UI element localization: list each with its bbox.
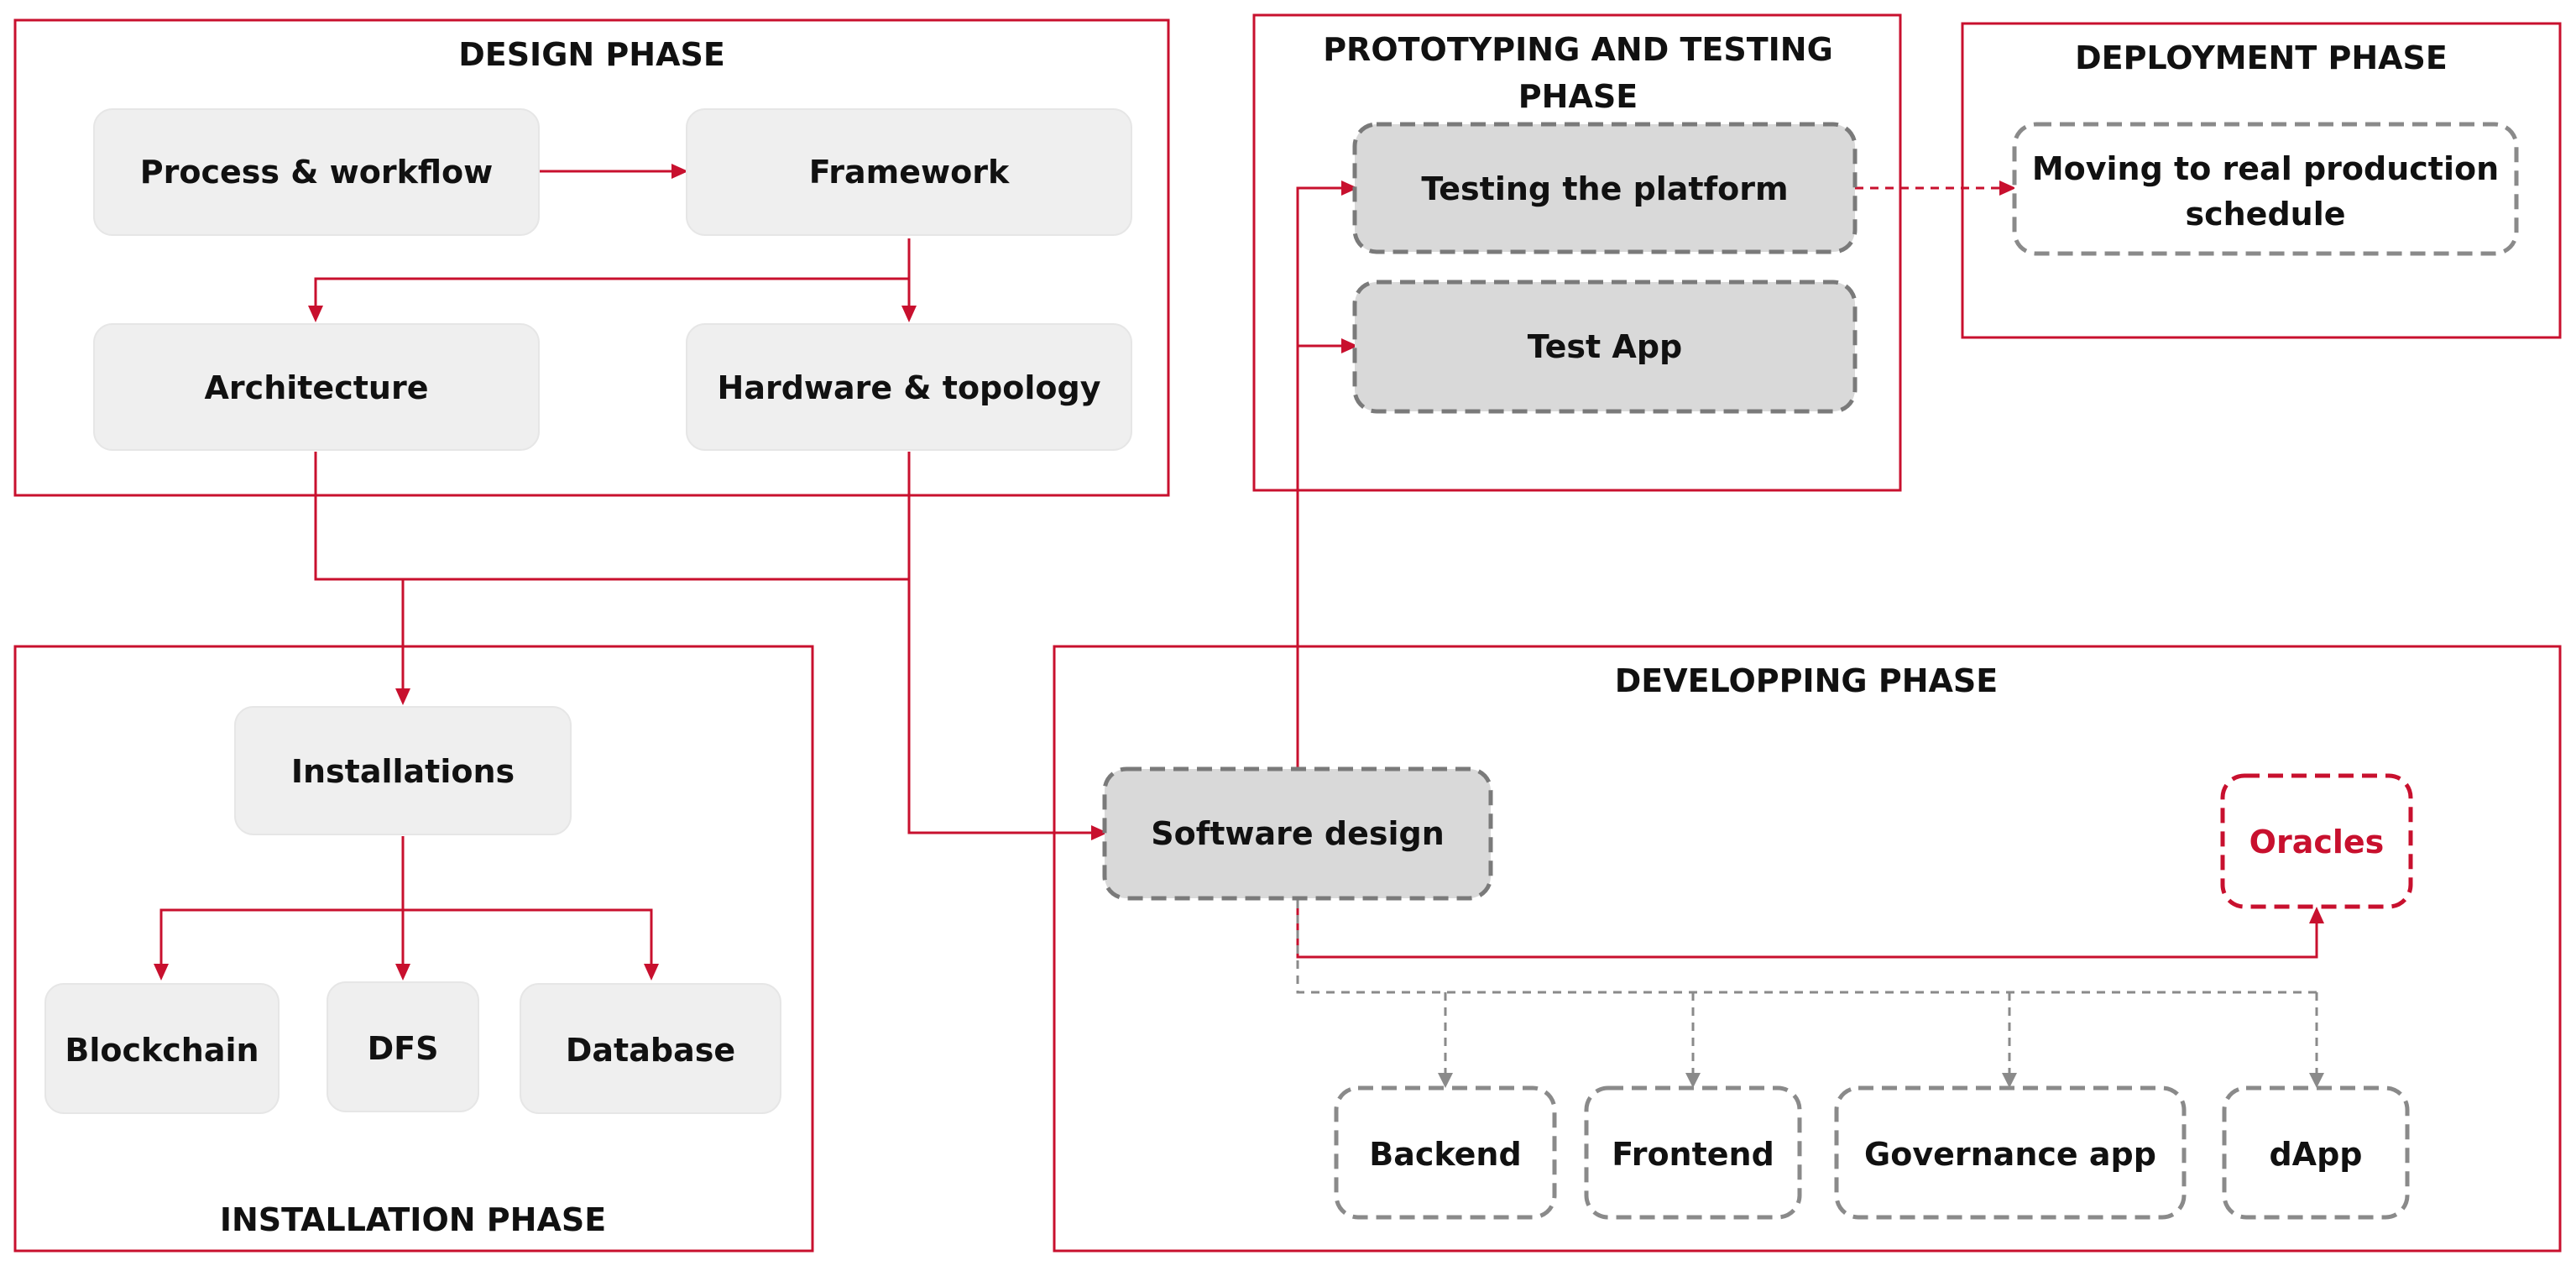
- arrowhead-blockchain: [154, 964, 169, 981]
- arrowhead-framework: [671, 164, 688, 179]
- installation-phase-frame: [13, 645, 814, 1253]
- link-architecture-merge: [314, 452, 909, 581]
- developing-phase-title: DEVELOPPING PHASE: [1615, 662, 1998, 699]
- node-architecture-label: Architecture: [205, 369, 429, 406]
- deployment-phase-frame: [1961, 22, 2562, 339]
- node-installations: Installations: [234, 706, 572, 835]
- arrowhead-testing: [1341, 180, 1358, 196]
- node-blockchain-label: Blockchain: [65, 1032, 259, 1069]
- prototyping-phase-title-line-1: PROTOTYPING AND TESTING: [1323, 31, 1833, 68]
- prototyping-phase-title-line-2: PHASE: [1518, 78, 1638, 115]
- arrowhead-software-design: [1091, 825, 1108, 840]
- node-dapp-label: dApp: [2269, 1136, 2362, 1173]
- arrowhead-backend: [1438, 1073, 1453, 1088]
- node-backend-label: Backend: [1369, 1136, 1521, 1173]
- node-blockchain: Blockchain: [44, 983, 280, 1114]
- arrowhead-oracles: [2309, 907, 2324, 923]
- node-backend: Backend: [1334, 1085, 1557, 1220]
- node-oracles-label: Oracles: [2249, 824, 2385, 860]
- developing-phase: DEVELOPPING PHASE: [1053, 645, 2562, 1253]
- node-frontend: Frontend: [1584, 1085, 1802, 1220]
- node-software-design: Software design: [1102, 766, 1493, 901]
- link-framework-to-architecture: [314, 238, 911, 306]
- node-testing-platform-label: Testing the platform: [1421, 170, 1788, 207]
- node-dfs-label: DFS: [368, 1030, 439, 1067]
- node-framework-label: Framework: [809, 154, 1010, 191]
- design-phase-frame: [13, 18, 1170, 497]
- design-phase-title: DESIGN PHASE: [458, 36, 725, 73]
- arrowhead-database: [644, 964, 659, 981]
- node-process-workflow-label: Process & workflow: [140, 154, 493, 191]
- arrowhead-hardware: [901, 306, 917, 322]
- node-process-workflow: Process & workflow: [93, 108, 540, 236]
- link-software-design-to-testing: [1296, 186, 1341, 769]
- arrowhead-test-app: [1341, 338, 1358, 353]
- arrowhead-installations: [395, 688, 410, 705]
- node-governance-app: Governance app: [1834, 1085, 2187, 1220]
- link-hardware-to-software-design: [907, 579, 1091, 834]
- node-oracles: Oracles: [2220, 773, 2413, 909]
- arrowhead-architecture: [308, 306, 323, 322]
- prototyping-phase-frame: [1252, 13, 1902, 492]
- node-software-design-label: Software design: [1151, 815, 1445, 852]
- node-test-app-label: Test App: [1528, 328, 1682, 365]
- node-test-app: Test App: [1352, 280, 1858, 414]
- node-dfs: DFS: [327, 981, 479, 1112]
- node-framework: Framework: [686, 108, 1132, 236]
- node-moving-production: Moving to real production schedule: [2012, 122, 2519, 256]
- node-installations-label: Installations: [291, 753, 515, 790]
- node-architecture: Architecture: [93, 323, 540, 451]
- link-software-design-to-components: [1296, 900, 2317, 994]
- node-frontend-label: Frontend: [1612, 1136, 1774, 1173]
- design-phase: DESIGN PHASE: [13, 18, 1170, 497]
- node-moving-production-label-line-1: Moving to real production: [2032, 150, 2499, 187]
- arrowhead-governance-app: [2002, 1073, 2017, 1088]
- node-dapp: dApp: [2222, 1085, 2410, 1220]
- installation-phase: INSTALLATION PHASE: [13, 645, 814, 1253]
- deployment-phase: DEPLOYMENT PHASE: [1961, 22, 2562, 339]
- connectors: [154, 164, 2324, 1088]
- developing-phase-frame: [1053, 645, 2562, 1253]
- deployment-phase-title: DEPLOYMENT PHASE: [2075, 39, 2448, 76]
- arrowhead-deployment: [1999, 180, 2016, 196]
- link-installations-branches: [159, 908, 653, 964]
- node-database-label: Database: [566, 1032, 735, 1069]
- node-database: Database: [520, 983, 781, 1114]
- node-hardware-topology: Hardware & topology: [686, 323, 1132, 451]
- installation-phase-title: INSTALLATION PHASE: [220, 1201, 606, 1238]
- node-hardware-topology-label: Hardware & topology: [718, 369, 1101, 406]
- arrowhead-frontend: [1685, 1073, 1701, 1088]
- node-governance-app-label: Governance app: [1864, 1136, 2156, 1173]
- node-moving-production-label-line-2: schedule: [2185, 196, 2345, 233]
- link-software-design-to-oracles: [1296, 900, 2318, 959]
- prototyping-phase: PROTOTYPING AND TESTING PHASE: [1252, 13, 1902, 492]
- arrowhead-dfs: [395, 964, 410, 981]
- arrowhead-dapp: [2309, 1073, 2324, 1088]
- node-testing-platform: Testing the platform: [1352, 122, 1858, 254]
